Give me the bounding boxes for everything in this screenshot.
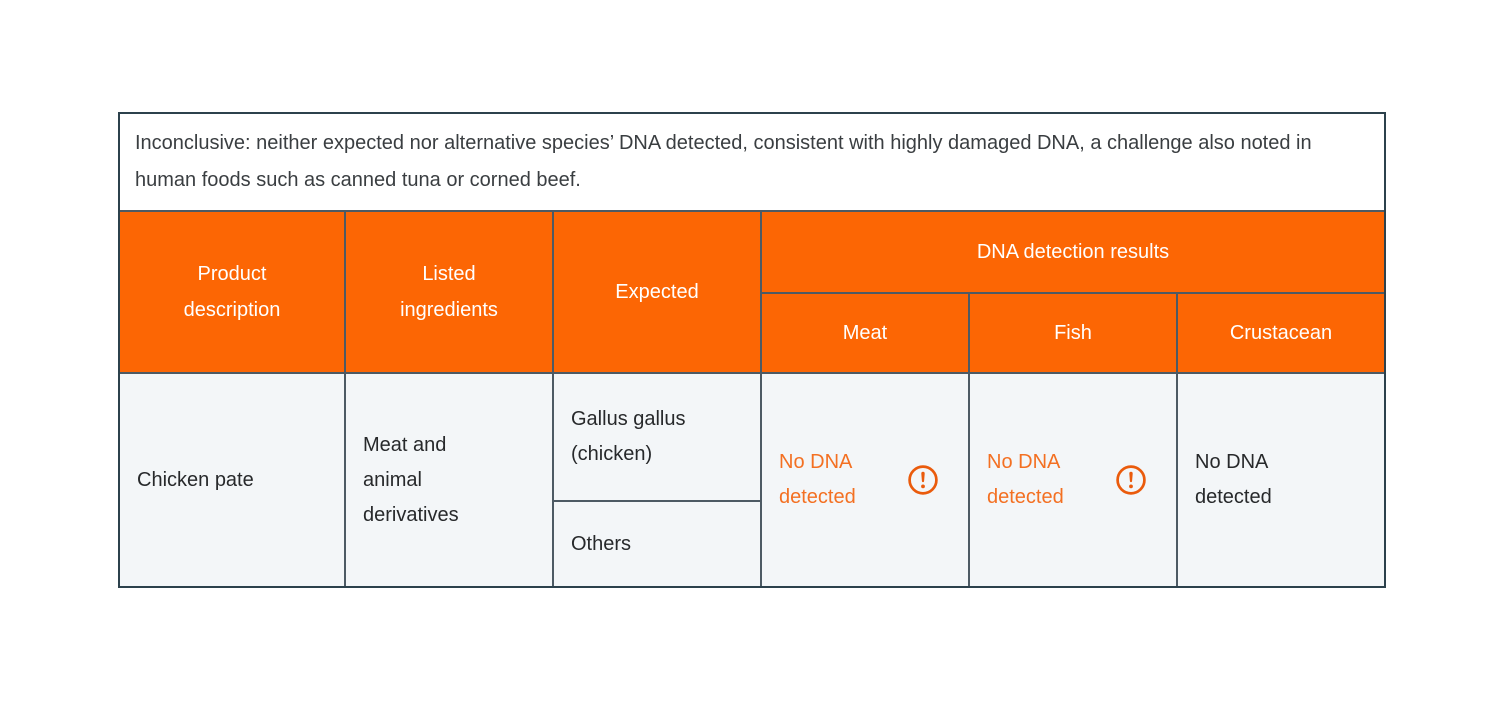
header-meat: Meat: [762, 294, 968, 372]
header-listed-ingredients: Listed ingredients: [346, 212, 552, 372]
dna-results-table: Inconclusive: neither expected nor alter…: [118, 112, 1386, 588]
header-crustacean: Crustacean: [1178, 294, 1384, 372]
note-box: Inconclusive: neither expected nor alter…: [120, 114, 1384, 210]
header-expected: Expected: [554, 212, 760, 372]
cell-result-fish: No DNA detected: [970, 374, 1176, 586]
listed-ingredients-value: Meat and animal derivatives: [363, 433, 459, 526]
alert-circle-icon: [908, 465, 938, 495]
header-expected-label: Expected: [615, 281, 699, 303]
alert-circle-icon: [1116, 465, 1146, 495]
header-dna-detection-results: DNA detection results: [762, 212, 1384, 292]
cell-result-meat: No DNA detected: [762, 374, 968, 586]
header-fish: Fish: [970, 294, 1176, 372]
result-meat-text: No DNA detected: [779, 451, 856, 508]
product-description-value: Chicken pate: [137, 468, 254, 491]
result-crustacean-text: No DNA detected: [1195, 451, 1272, 508]
header-product-description-label: Product description: [183, 263, 281, 321]
cell-expected-others: Others: [554, 502, 760, 586]
result-fish-text: No DNA detected: [987, 451, 1064, 508]
header-product-description: Product description: [120, 212, 344, 372]
header-meat-label: Meat: [842, 322, 888, 344]
cell-product-description: Chicken pate: [120, 374, 344, 586]
header-listed-ingredients-label: Listed ingredients: [400, 263, 498, 321]
cell-listed-ingredients: Meat and animal derivatives: [346, 374, 552, 586]
expected-others-value: Others: [571, 532, 632, 555]
header-crustacean-label: Crustacean: [1229, 322, 1333, 344]
cell-expected-species: Gallus gallus (chicken): [554, 374, 760, 500]
expected-species-value: Gallus gallus (chicken): [571, 408, 686, 465]
header-dna-detection-results-label: DNA detection results: [976, 241, 1170, 263]
header-fish-label: Fish: [1054, 322, 1092, 344]
note-text: Inconclusive: neither expected nor alter…: [135, 132, 1312, 191]
cell-result-crustacean: No DNA detected: [1178, 374, 1384, 586]
